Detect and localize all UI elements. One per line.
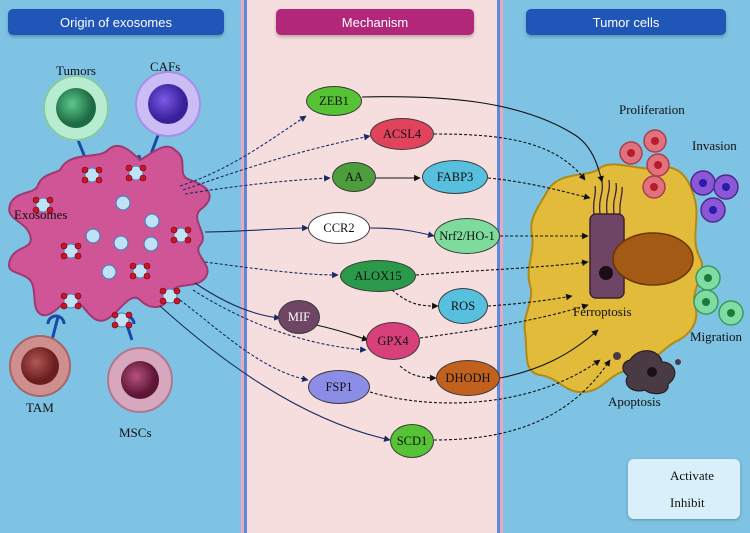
cafs-cell (135, 71, 201, 137)
legend: Activate Inhibit (628, 459, 740, 519)
organelle (612, 232, 694, 286)
header-tumor-cells: Tumor cells (526, 9, 726, 35)
node-fabp3: FABP3 (422, 160, 488, 194)
node-dhodh: DHODH (436, 360, 500, 396)
legend-activate-label: Activate (670, 468, 715, 483)
header-origin: Origin of exosomes (8, 9, 224, 35)
label-cafs: CAFs (150, 59, 181, 74)
node-acsl4: ACSL4 (370, 118, 434, 150)
node-alox15: ALOX15 (340, 260, 416, 292)
tam-cell (9, 335, 71, 397)
migration-cluster (693, 265, 744, 326)
tumor-arrows (361, 96, 611, 441)
label-tam: TAM (26, 400, 54, 415)
node-nrf2-ho1: Nrf2/HO-1 (434, 218, 500, 254)
label-mscs: MSCs (119, 425, 152, 440)
node-aa: AA (332, 162, 376, 192)
node-ccr2: CCR2 (308, 212, 370, 244)
label-ferroptosis: Ferroptosis (573, 304, 632, 319)
label-exosomes: Exosomes (14, 207, 68, 222)
exosome-arrows (159, 115, 391, 442)
node-zeb1: ZEB1 (306, 86, 362, 116)
node-ros: ROS (438, 288, 488, 324)
label-migration: Migration (690, 329, 742, 344)
decorated-exosomes (32, 164, 192, 329)
divider-left (244, 0, 247, 533)
divider-right-pink (500, 0, 503, 533)
legend-inhibit-label: Inhibit (670, 495, 705, 510)
node-mif: MIF (278, 300, 320, 334)
label-invasion: Invasion (692, 138, 737, 153)
apoptosis-cell (613, 350, 681, 395)
node-scd1: SCD1 (390, 424, 434, 458)
divider-right (497, 0, 500, 533)
label-apoptosis: Apoptosis (608, 394, 661, 409)
proliferation-cluster (619, 129, 670, 199)
exosome-cell-body (8, 144, 211, 322)
label-proliferation: Proliferation (619, 102, 685, 117)
label-tumors: Tumors (56, 63, 96, 78)
node-fsp1: FSP1 (308, 370, 370, 404)
exosome-vesicles (85, 195, 160, 280)
node-gpx4: GPX4 (366, 322, 420, 360)
invasion-cluster (690, 170, 739, 223)
header-mechanism: Mechanism (276, 9, 474, 35)
mscs-cell (107, 347, 173, 413)
tumors-cell (43, 75, 109, 141)
